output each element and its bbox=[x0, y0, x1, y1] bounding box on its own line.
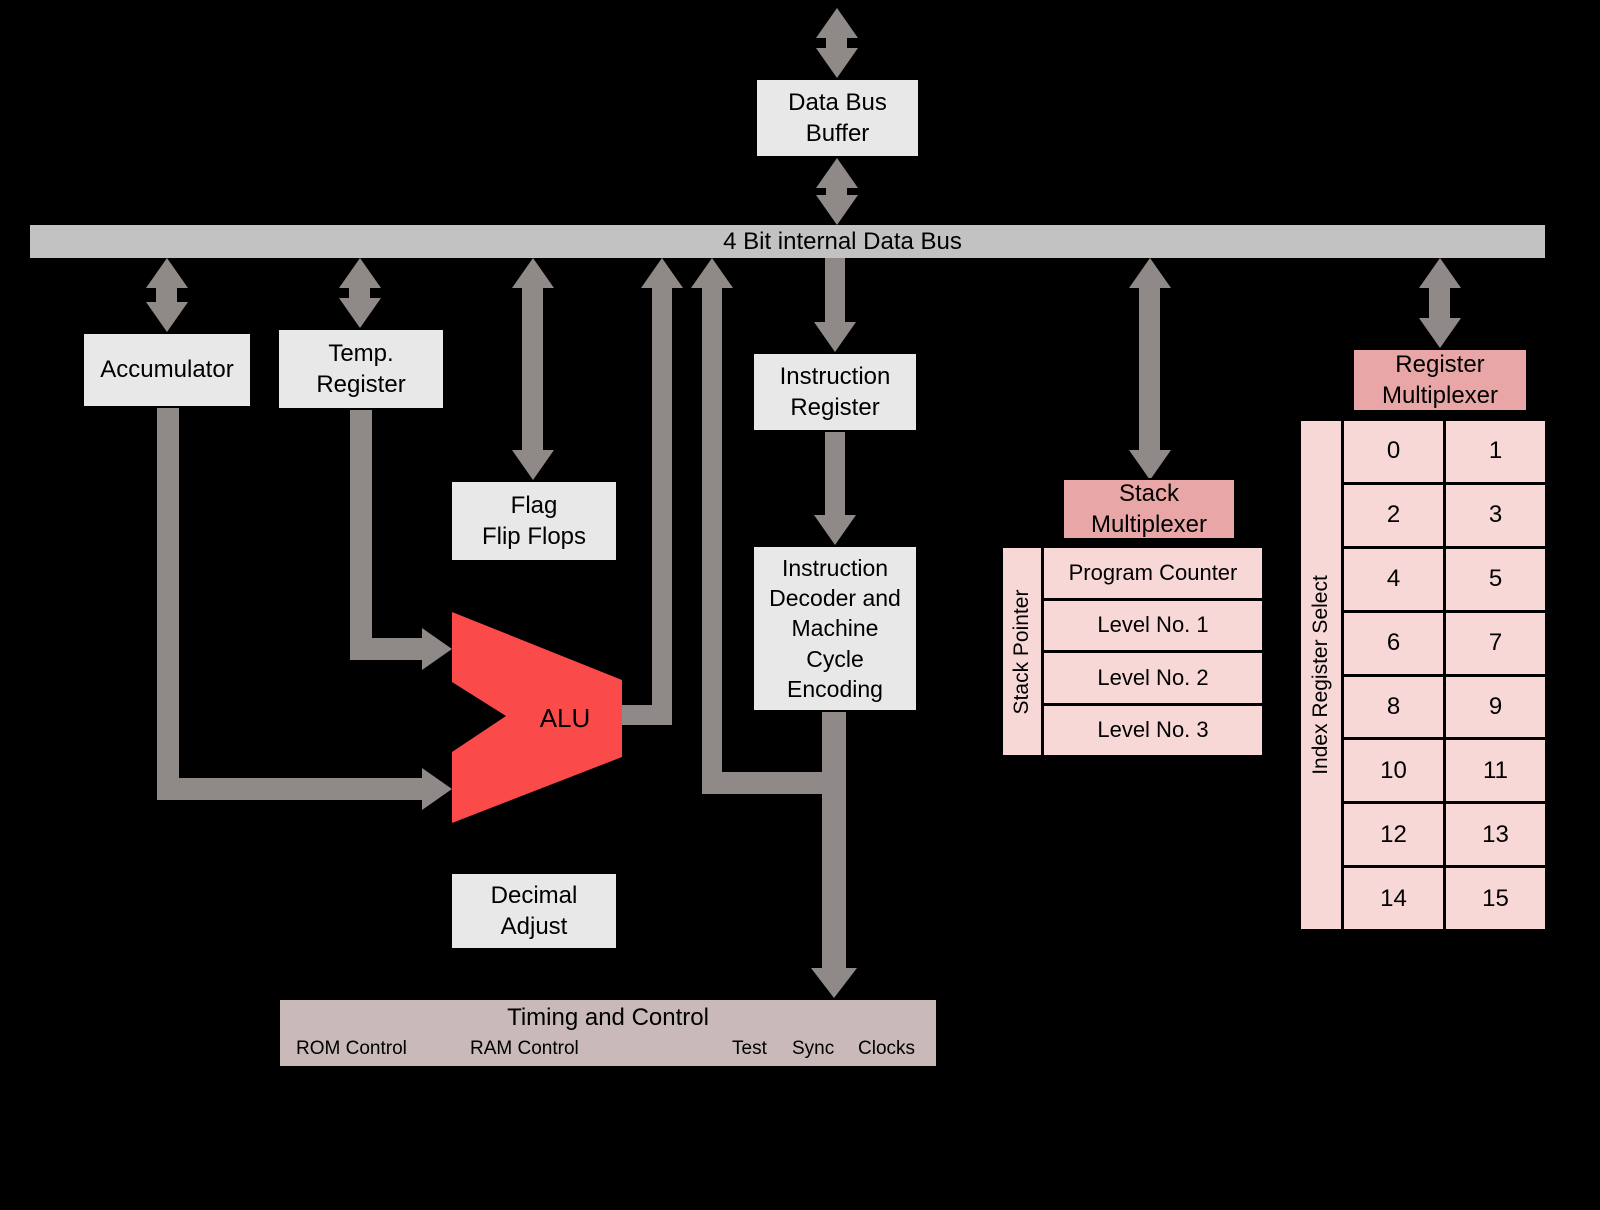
register-cell-4: 4 bbox=[1344, 548, 1443, 610]
alu-label: ALU bbox=[539, 702, 591, 733]
stack-multiplexer-label: Stack Multiplexer bbox=[1090, 479, 1208, 538]
flag-flip-flops-box: Flag Flip Flops bbox=[450, 480, 618, 562]
arrow-bus-to-flag-flip-flops bbox=[512, 258, 554, 480]
instruction-register-label: Instruction Register bbox=[779, 362, 891, 421]
register-cell-6: 6 bbox=[1344, 612, 1443, 674]
register-multiplexer-label: Register Multiplexer bbox=[1381, 350, 1499, 409]
accumulator-label: Accumulator bbox=[100, 356, 234, 384]
register-cell-8: 8 bbox=[1344, 676, 1443, 738]
instruction-decoder-label: Instruction Decoder and Machine Cycle En… bbox=[769, 554, 901, 703]
arrow-bus-to-accumulator bbox=[146, 258, 188, 332]
signal-sync: Sync bbox=[792, 1038, 835, 1059]
arrow-bus-to-temp-register bbox=[339, 258, 381, 328]
arrow-bus-to-register-multiplexer bbox=[1419, 258, 1461, 348]
register-cell-7: 7 bbox=[1446, 612, 1545, 674]
register-cell-3: 3 bbox=[1446, 484, 1545, 546]
temp-register-label: Temp. Register bbox=[316, 339, 406, 398]
index-register-table: Index Register Select 0 1 2 3 4 5 6 7 8 … bbox=[1298, 418, 1548, 932]
register-multiplexer-box: Register Multiplexer bbox=[1352, 348, 1528, 412]
signal-rom-control: ROM Control bbox=[296, 1038, 407, 1059]
signal-test: Test bbox=[732, 1038, 767, 1059]
accumulator-box: Accumulator bbox=[82, 332, 252, 408]
stack-pointer-label: Stack Pointer bbox=[1010, 589, 1033, 714]
register-cell-0: 0 bbox=[1344, 421, 1443, 482]
register-cell-12: 12 bbox=[1344, 804, 1443, 866]
index-register-select-strip: Index Register Select bbox=[1301, 421, 1341, 929]
signal-ram-control: RAM Control bbox=[470, 1038, 579, 1059]
signal-clocks: Clocks bbox=[858, 1038, 916, 1059]
decimal-adjust-box: Decimal Adjust bbox=[450, 872, 618, 950]
arrow-alu-to-bus bbox=[622, 258, 683, 725]
instruction-register-box: Instruction Register bbox=[752, 352, 918, 432]
timing-control-box: Timing and Control ROM Control RAM Contr… bbox=[278, 998, 938, 1068]
stack-row-program-counter: Program Counter bbox=[1044, 548, 1262, 598]
register-cell-5: 5 bbox=[1446, 548, 1545, 610]
stack-row-level-1: Level No. 1 bbox=[1044, 600, 1262, 650]
arrow-bus-to-stack-multiplexer bbox=[1129, 258, 1171, 480]
register-cell-9: 9 bbox=[1446, 676, 1545, 738]
timing-control-title: Timing and Control bbox=[507, 1004, 709, 1031]
stack-row-level-3: Level No. 3 bbox=[1044, 705, 1262, 755]
register-cell-1: 1 bbox=[1446, 421, 1545, 482]
internal-data-bus-label: 4 Bit internal Data Bus bbox=[723, 227, 962, 255]
register-cell-10: 10 bbox=[1344, 740, 1443, 802]
arrow-temp-register-to-alu bbox=[350, 410, 452, 670]
register-cell-14: 14 bbox=[1344, 868, 1443, 929]
stack-row-level-2: Level No. 2 bbox=[1044, 653, 1262, 703]
data-bus-buffer-label: Data Bus Buffer bbox=[788, 88, 887, 147]
stack-pointer-strip: Stack Pointer bbox=[1003, 548, 1041, 755]
internal-data-bus: 4 Bit internal Data Bus bbox=[30, 225, 1545, 258]
data-bus-buffer-box: Data Bus Buffer bbox=[755, 78, 920, 158]
arrow-bus-to-instruction-register bbox=[814, 258, 856, 352]
stack-table: Stack Pointer Program Counter Level No. … bbox=[1000, 545, 1265, 758]
arrow-decoder-to-timing-control bbox=[811, 712, 857, 998]
register-cell-13: 13 bbox=[1446, 804, 1545, 866]
register-cell-2: 2 bbox=[1344, 484, 1443, 546]
arrow-decoder-branch-to-bus bbox=[691, 258, 846, 794]
decimal-adjust-label: Decimal Adjust bbox=[490, 881, 578, 940]
arrow-buffer-to-bus bbox=[816, 158, 858, 225]
instruction-decoder-box: Instruction Decoder and Machine Cycle En… bbox=[752, 545, 918, 712]
arrow-instruction-register-to-decoder bbox=[814, 432, 856, 545]
temp-register-box: Temp. Register bbox=[277, 328, 445, 410]
arrow-external-to-buffer bbox=[816, 8, 858, 78]
flag-flip-flops-label: Flag Flip Flops bbox=[481, 491, 587, 550]
arrow-accumulator-to-alu bbox=[157, 405, 452, 810]
index-register-select-label: Index Register Select bbox=[1309, 575, 1332, 775]
register-cell-15: 15 bbox=[1446, 868, 1545, 929]
register-cell-11: 11 bbox=[1446, 740, 1545, 802]
stack-multiplexer-box: Stack Multiplexer bbox=[1062, 478, 1236, 540]
alu-shape bbox=[452, 612, 622, 823]
